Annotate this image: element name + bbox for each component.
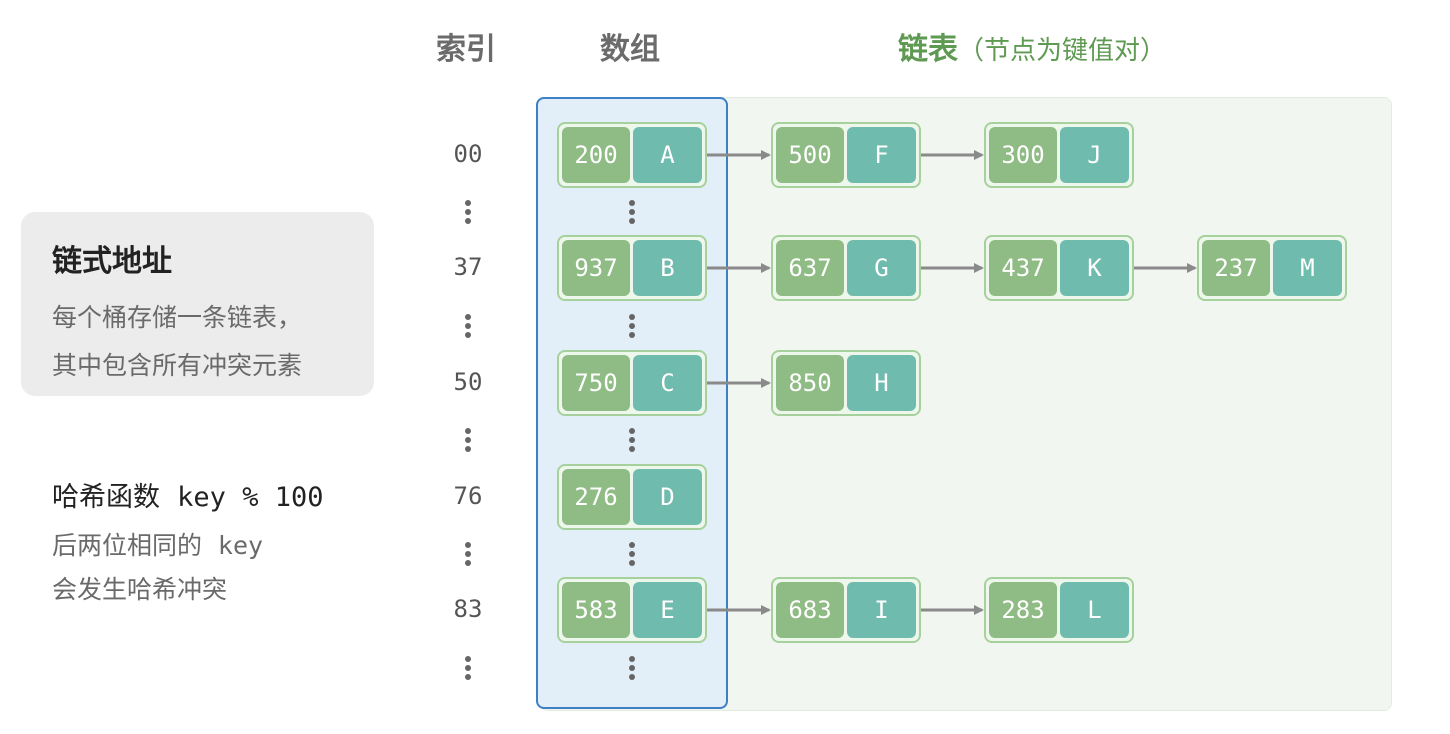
bucket-index: 50 <box>453 368 483 396</box>
node-value: K <box>1060 240 1129 296</box>
ellipsis-dot <box>465 209 471 215</box>
node-value: G <box>847 240 916 296</box>
hash-title-label: 哈希函数 <box>52 482 160 513</box>
node-value: L <box>1060 582 1129 638</box>
hash-line-2: 会发生哈希冲突 <box>52 575 228 604</box>
node-key: 683 <box>776 582 844 638</box>
callout-title: 链式地址 <box>52 244 172 279</box>
ellipsis-dot <box>629 323 635 329</box>
node-key: 200 <box>562 127 630 183</box>
ellipsis-dot <box>465 332 471 338</box>
node-value: E <box>633 582 702 638</box>
node-value: B <box>633 240 702 296</box>
ellipsis-dot <box>465 542 471 548</box>
callout-line-1: 每个桶存储一条链表， <box>52 303 303 332</box>
callout-box <box>21 212 374 396</box>
node-value: F <box>847 127 916 183</box>
list-header-note: （节点为键值对） <box>958 36 1167 66</box>
ellipsis-dot <box>465 314 471 320</box>
hash-description: 后两位相同的 key 会发生哈希冲突 <box>52 524 372 612</box>
ellipsis-dot <box>465 428 471 434</box>
node-key: 437 <box>989 240 1057 296</box>
ellipsis-dot <box>629 446 635 452</box>
node-value: D <box>633 469 702 525</box>
ellipsis-dot <box>629 209 635 215</box>
ellipsis-dot <box>629 665 635 671</box>
ellipsis-dot <box>629 542 635 548</box>
list-column-header: 链表（节点为键值对） <box>898 24 1166 68</box>
ellipsis-dot <box>629 428 635 434</box>
hash-formula: key % 100 <box>177 482 324 513</box>
node-value: M <box>1273 240 1342 296</box>
hash-line-1-text: 后两位相同的 <box>52 531 203 560</box>
node-value: I <box>847 582 916 638</box>
hash-function-title: 哈希函数 key % 100 <box>52 475 323 514</box>
node-key: 637 <box>776 240 844 296</box>
bucket-index: 37 <box>453 253 483 281</box>
ellipsis-dot <box>629 656 635 662</box>
hash-line-1-key: key <box>217 531 264 560</box>
node-value: A <box>633 127 702 183</box>
node-key: 300 <box>989 127 1057 183</box>
callout-text: 每个桶存储一条链表， 其中包含所有冲突元素 <box>52 294 372 390</box>
hash-line-1: 后两位相同的 key <box>52 524 372 568</box>
bucket-index: 76 <box>453 482 483 510</box>
bucket-index: 83 <box>453 595 483 623</box>
ellipsis-dot <box>465 674 471 680</box>
ellipsis-dot <box>465 218 471 224</box>
index-column-header: 索引 <box>436 32 496 67</box>
node-key: 276 <box>562 469 630 525</box>
ellipsis-dot <box>465 446 471 452</box>
ellipsis-dot <box>629 551 635 557</box>
node-key: 500 <box>776 127 844 183</box>
node-key: 583 <box>562 582 630 638</box>
bucket-index: 00 <box>453 140 483 168</box>
node-key: 937 <box>562 240 630 296</box>
ellipsis-dot <box>465 560 471 566</box>
ellipsis-dot <box>465 551 471 557</box>
array-column-header: 数组 <box>600 32 660 67</box>
ellipsis-dot <box>629 437 635 443</box>
ellipsis-dot <box>629 200 635 206</box>
ellipsis-dot <box>465 656 471 662</box>
ellipsis-dot <box>629 218 635 224</box>
node-key: 283 <box>989 582 1057 638</box>
ellipsis-dot <box>465 665 471 671</box>
ellipsis-dot <box>629 314 635 320</box>
node-value: J <box>1060 127 1129 183</box>
ellipsis-dot <box>465 437 471 443</box>
ellipsis-dot <box>465 200 471 206</box>
ellipsis-dot <box>629 560 635 566</box>
node-key: 850 <box>776 355 844 411</box>
node-value: H <box>847 355 916 411</box>
node-key: 750 <box>562 355 630 411</box>
ellipsis-dot <box>629 674 635 680</box>
node-value: C <box>633 355 702 411</box>
list-header-label: 链表 <box>898 32 958 67</box>
node-key: 237 <box>1202 240 1270 296</box>
callout-line-2: 其中包含所有冲突元素 <box>52 351 303 380</box>
ellipsis-dot <box>465 323 471 329</box>
ellipsis-dot <box>629 332 635 338</box>
